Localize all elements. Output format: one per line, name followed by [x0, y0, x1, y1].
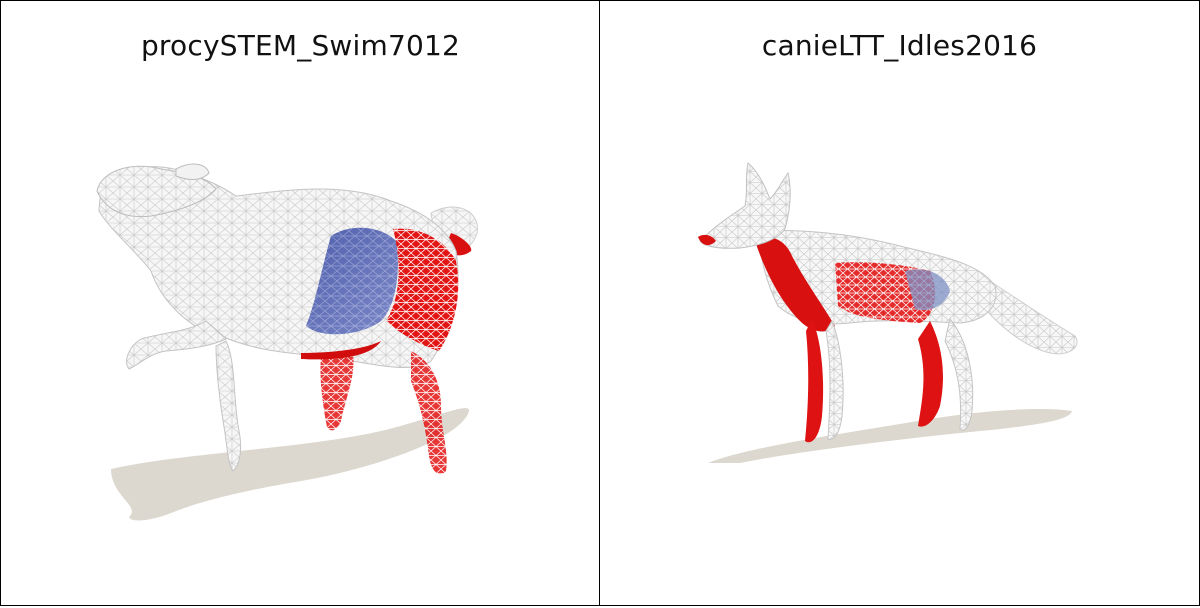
left-panel-title: procySTEM_Swim7012 [140, 29, 461, 62]
ground-shadow [111, 408, 470, 521]
standing-wolf-render [698, 162, 1078, 463]
running-dog-render [96, 163, 478, 521]
wolf-tail [977, 280, 1078, 355]
ground-shadow [708, 408, 1072, 463]
wolf-head [699, 162, 791, 249]
right-panel: canieLTT_Idles2016 [599, 0, 1200, 606]
right-panel-title: canieLTT_Idles2016 [761, 29, 1038, 62]
left-panel: procySTEM_Swim7012 [0, 0, 601, 606]
